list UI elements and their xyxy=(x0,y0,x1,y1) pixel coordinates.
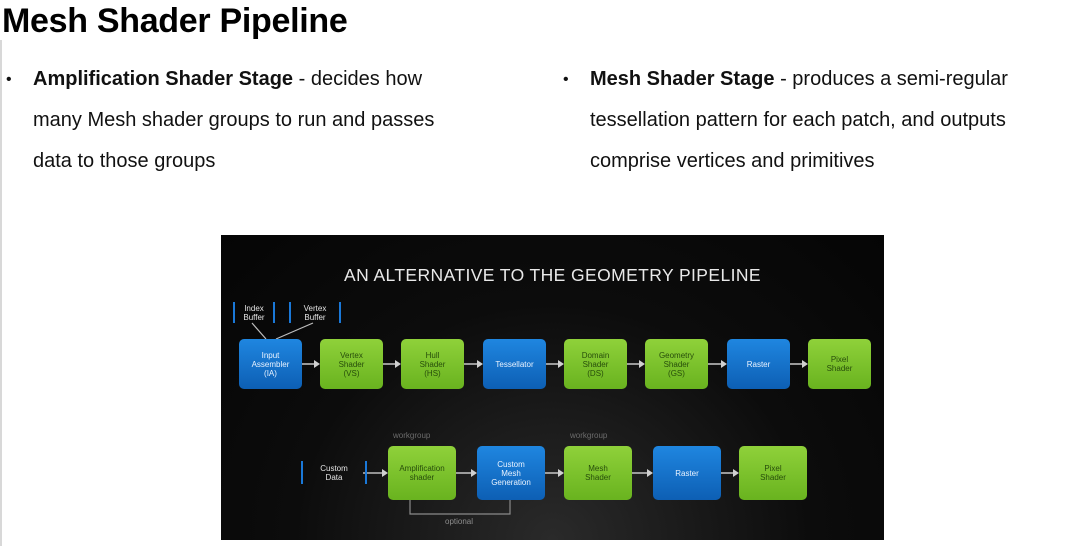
bullet-dot: • xyxy=(563,71,569,88)
diagram-title: AN ALTERNATIVE TO THE GEOMETRY PIPELINE xyxy=(344,265,761,285)
workgroup-label: workgroup xyxy=(570,431,608,440)
mesh-node-3: Raster xyxy=(653,446,721,500)
bullet-text: tessellation pattern for each patch, and… xyxy=(590,109,1006,131)
workgroup-label: workgroup xyxy=(393,431,431,440)
bullet-heading: Mesh Shader Stage xyxy=(590,68,775,90)
bullet-text: - produces a semi-regular xyxy=(774,68,1008,90)
left-border-line xyxy=(0,40,2,546)
slide-title: Mesh Shader Pipeline xyxy=(2,2,348,40)
optional-label: optional xyxy=(445,517,474,526)
pipeline-node-6: Raster xyxy=(727,339,790,389)
diagram-connectors xyxy=(251,322,808,515)
bullet-heading: Amplification Shader Stage xyxy=(33,68,294,90)
bullet-text: - decides how xyxy=(293,68,423,90)
bullet-text: data to those groups xyxy=(33,150,216,172)
pipeline-diagram: AN ALTERNATIVE TO THE GEOMETRY PIPELINE … xyxy=(221,235,884,540)
bullet-text: comprise vertices and primitives xyxy=(590,150,875,172)
pipeline-node-3: Tessellator xyxy=(483,339,546,389)
bullet-dot: • xyxy=(6,71,12,88)
bullet-text: many Mesh shader groups to run and passe… xyxy=(33,109,435,131)
